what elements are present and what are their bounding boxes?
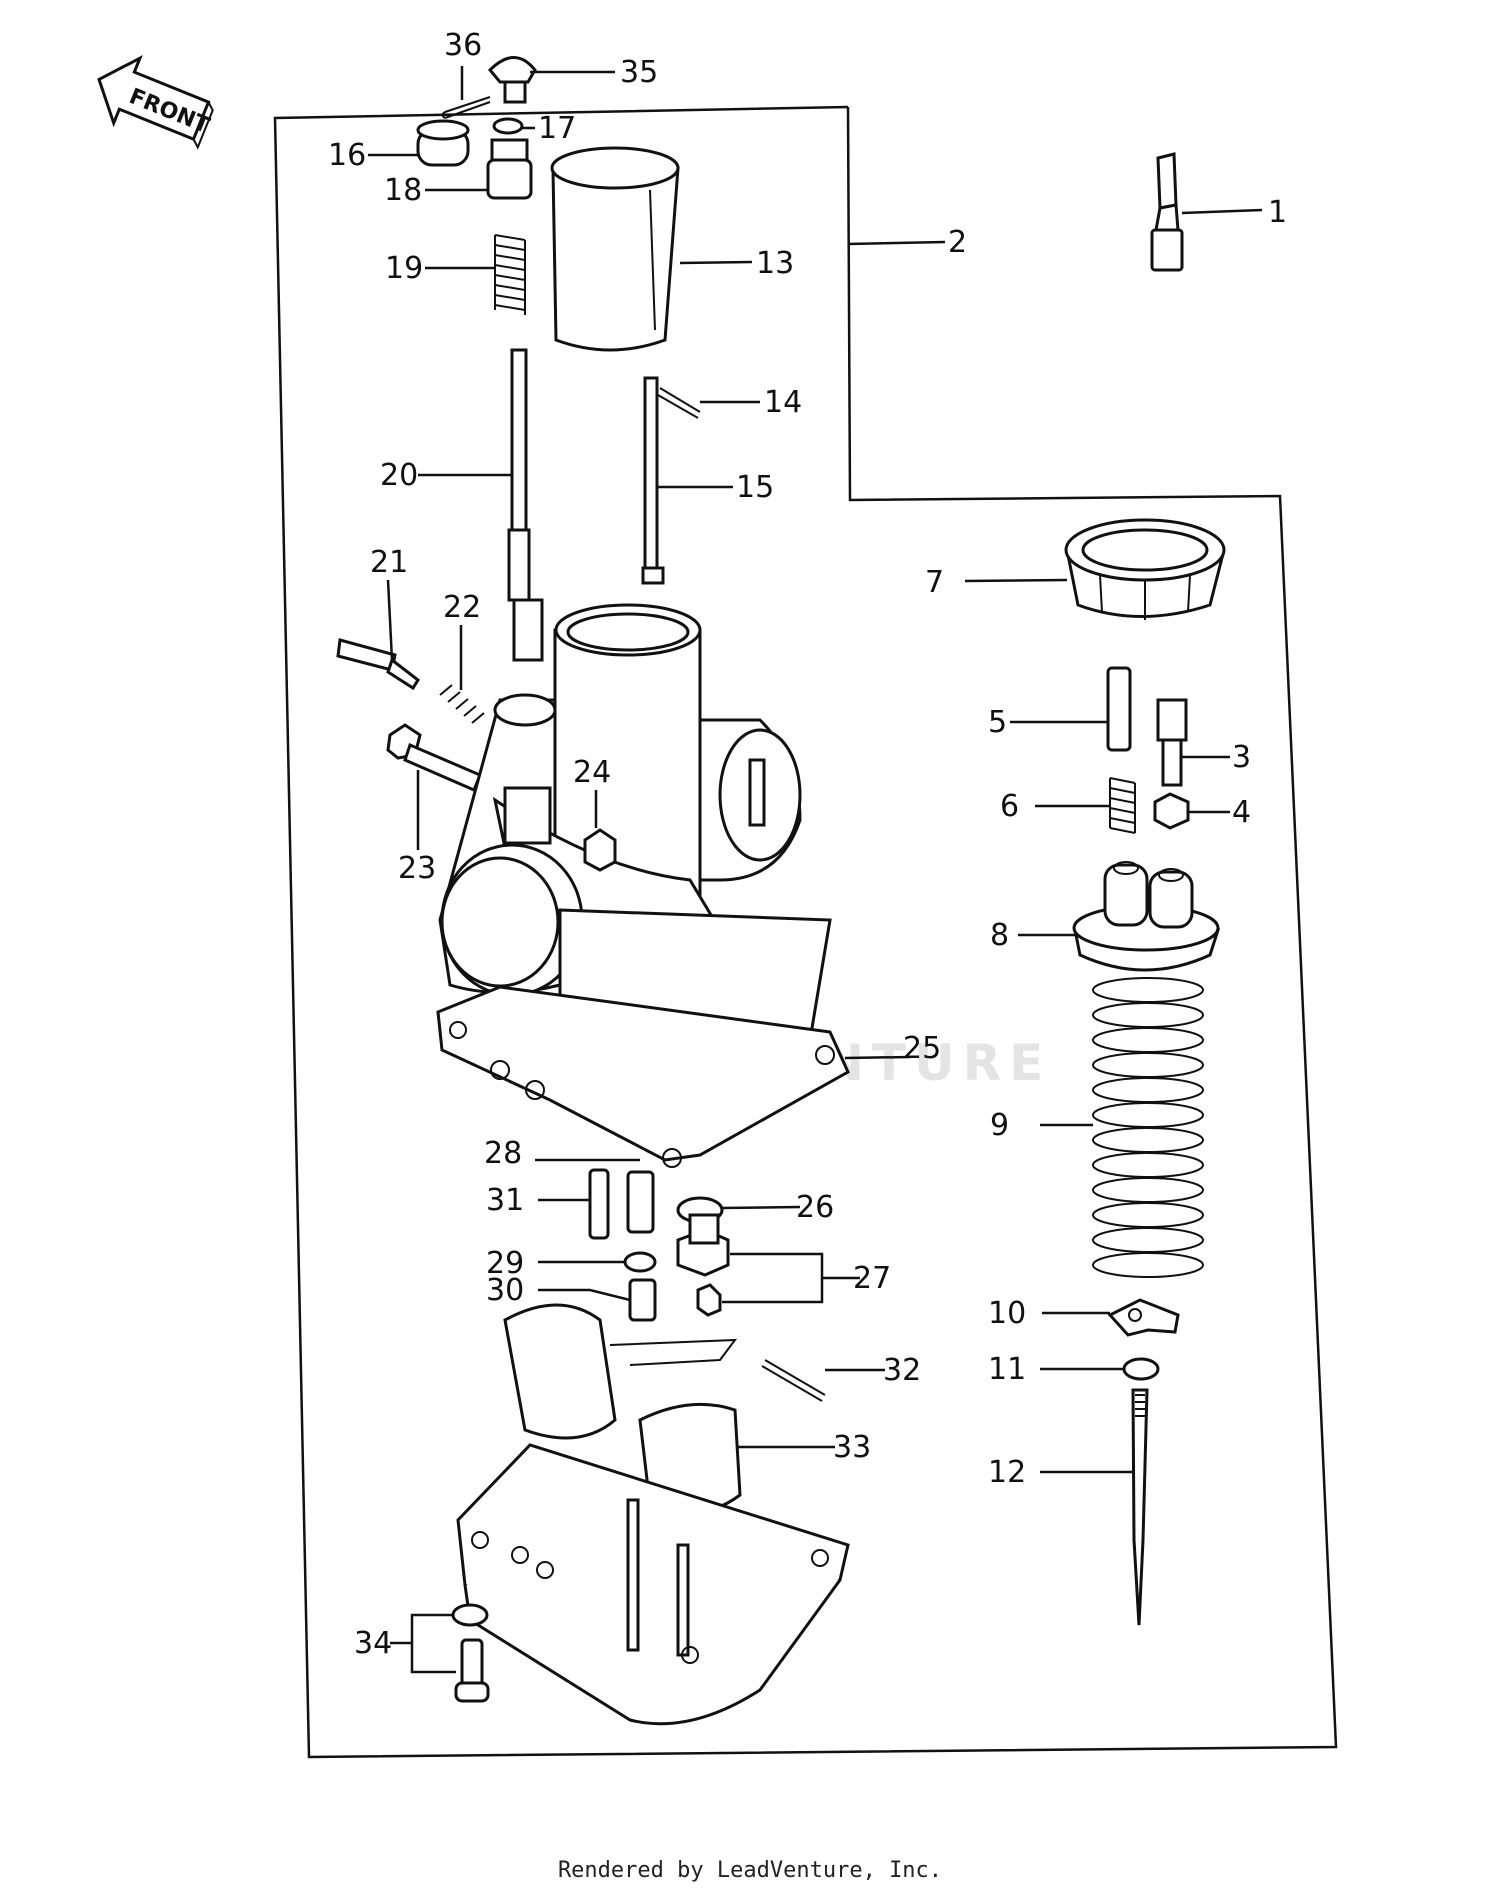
callout-31: 31 [486, 1183, 524, 1218]
callout-18: 18 [384, 173, 422, 208]
callout-36: 36 [444, 28, 482, 63]
part-33-float [503, 1303, 835, 1515]
callout-9: 9 [990, 1108, 1009, 1143]
part-7-ring-nut [964, 518, 1226, 620]
front-arrow-icon: FRONT [97, 54, 214, 150]
part-25-gasket [436, 985, 911, 1168]
callout-10: 10 [988, 1296, 1026, 1331]
callout-34: 34 [354, 1626, 392, 1661]
callout-26: 26 [796, 1190, 834, 1225]
assembly-frame [273, 105, 1338, 1759]
part-36-pin [441, 66, 491, 119]
callout-6: 6 [1000, 789, 1019, 824]
part-17-washer [492, 117, 535, 135]
callout-19: 19 [385, 251, 423, 286]
callout-22: 22 [443, 590, 481, 625]
callout-30: 30 [486, 1273, 524, 1308]
callout-20: 20 [380, 458, 418, 493]
part-12-needle [1040, 1388, 1149, 1626]
callout-3: 3 [1232, 740, 1251, 775]
callout-32: 32 [883, 1353, 921, 1388]
callout-16: 16 [328, 138, 366, 173]
footer-credit: Rendered by LeadVenture, Inc. [557, 1858, 943, 1883]
part-18-nut [425, 138, 533, 200]
callout-15: 15 [736, 470, 774, 505]
part-1-screw [1150, 152, 1263, 272]
part-5-screw [1010, 666, 1132, 752]
part-13-slide [550, 146, 753, 352]
callout-33: 33 [833, 1430, 871, 1465]
callout-24: 24 [573, 755, 611, 790]
part-3-screw [1156, 698, 1230, 787]
callout-17: 17 [538, 111, 576, 146]
callout-13: 13 [756, 246, 794, 281]
part-32-pin [761, 1359, 885, 1402]
callout-7: 7 [925, 565, 944, 600]
part-15-rod [641, 376, 733, 585]
callout-14: 14 [764, 385, 802, 420]
part-22-spring [439, 625, 485, 724]
part-29-washer [538, 1251, 657, 1273]
part-28-jet [535, 1158, 655, 1234]
callout-35: 35 [620, 55, 658, 90]
part-11-clip [1040, 1357, 1160, 1381]
callout-28: 28 [484, 1136, 522, 1171]
part-20-needle [418, 348, 544, 662]
callout-12: 12 [988, 1455, 1026, 1490]
callout-1: 1 [1268, 195, 1287, 230]
callout-5: 5 [988, 705, 1007, 740]
callout-labels: 1 2 3 4 5 6 7 8 9 10 11 12 13 14 15 16 1… [328, 28, 1287, 1661]
part-27-jet-holder [676, 1213, 860, 1317]
callout-27: 27 [853, 1261, 891, 1296]
callout-23: 23 [398, 851, 436, 886]
part-10-plate [1042, 1298, 1180, 1337]
part-8-cap [1018, 861, 1221, 972]
part-9-spring [1040, 977, 1204, 1278]
part-6-spring [1035, 777, 1136, 834]
part-34-screw [390, 1603, 490, 1703]
part-31-jet [538, 1168, 610, 1240]
callout-4: 4 [1232, 795, 1251, 830]
callout-21: 21 [370, 545, 408, 580]
part-30-jet [538, 1278, 657, 1322]
callout-29: 29 [486, 1246, 524, 1281]
part-35-cap [487, 56, 615, 104]
part-16-collar [368, 119, 470, 167]
callout-11: 11 [988, 1352, 1026, 1387]
part-float-bowl [456, 1443, 850, 1726]
callout-2: 2 [948, 225, 967, 260]
callout-25: 25 [903, 1031, 941, 1066]
part-4-nut [1153, 792, 1230, 830]
part-19-spring [425, 234, 526, 315]
part-21-screw [336, 579, 420, 691]
callout-8: 8 [990, 918, 1009, 953]
part-14-clip [657, 387, 760, 419]
